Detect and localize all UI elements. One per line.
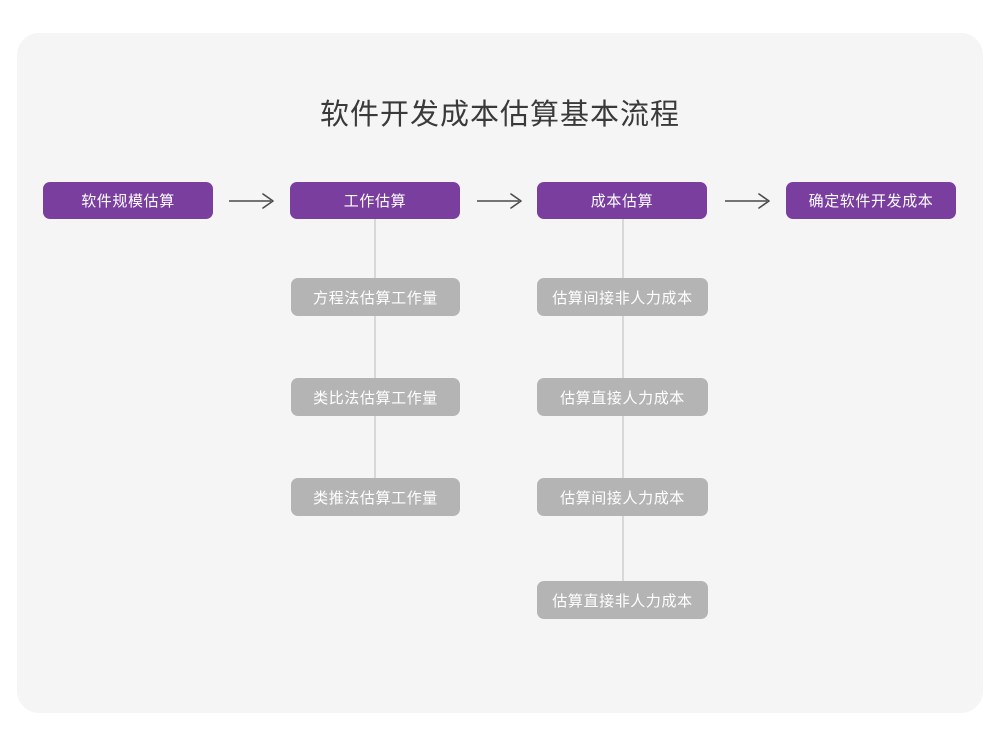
- flow-node-software-scale-estimation[interactable]: 软件规模估算: [43, 182, 213, 219]
- sub-node-analogy-method-workload[interactable]: 类比法估算工作量: [291, 378, 460, 416]
- flow-node-determine-development-cost[interactable]: 确定软件开发成本: [786, 182, 956, 219]
- page-title: 软件开发成本估算基本流程: [319, 99, 680, 131]
- sub-node-direct-labor-cost[interactable]: 估算直接人力成本: [537, 378, 708, 416]
- arrow-right-icon: [475, 191, 527, 216]
- connector-line-cost-estimation: [622, 217, 624, 618]
- flow-node-work-estimation[interactable]: 工作估算: [290, 182, 460, 219]
- sub-node-indirect-nonlabor-cost[interactable]: 估算间接非人力成本: [537, 278, 708, 316]
- arrow-right-icon: [723, 191, 775, 216]
- flow-node-cost-estimation[interactable]: 成本估算: [537, 182, 707, 219]
- arrow-right-icon: [227, 191, 279, 216]
- sub-node-analogue-method-workload[interactable]: 类推法估算工作量: [291, 478, 460, 516]
- sub-node-equation-method-workload[interactable]: 方程法估算工作量: [291, 278, 460, 316]
- diagram-card: 软件开发成本估算基本流程 软件规模估算 工作估算 成本估算: [17, 33, 983, 713]
- sub-node-indirect-labor-cost[interactable]: 估算间接人力成本: [537, 478, 708, 516]
- connector-line-work-estimation: [374, 217, 376, 516]
- sub-node-direct-nonlabor-cost[interactable]: 估算直接非人力成本: [537, 581, 708, 619]
